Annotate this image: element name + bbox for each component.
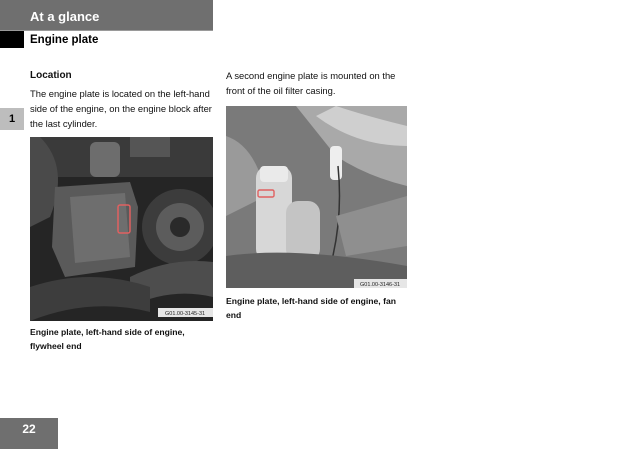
figure-code-2: G01.00-3146-31 [360,282,400,288]
chapter-tab: 1 [0,108,24,130]
figure-code-1: G01.00-3145-31 [165,311,205,317]
figure-caption-fan-end: Engine plate, left-hand side of engine, … [226,296,396,320]
figure-caption-flywheel-end: Engine plate, left-hand side of engine, … [30,327,185,351]
location-heading: Location [30,70,72,81]
header-divider [0,30,213,31]
location-paragraph: The engine plate is located on the left-… [30,88,212,129]
second-plate-paragraph: A second engine plate is mounted on the … [226,70,396,96]
subsection-marker [0,31,24,48]
subsection-title: Engine plate [30,34,99,46]
page-number: 22 [0,418,58,449]
section-title: At a glance [30,9,100,24]
engine-photo-fan-end: G01.00-3146-31 [226,106,407,288]
header-bar [0,0,213,30]
engine-photo-flywheel-end: G01.00-3145-31 [30,137,213,321]
